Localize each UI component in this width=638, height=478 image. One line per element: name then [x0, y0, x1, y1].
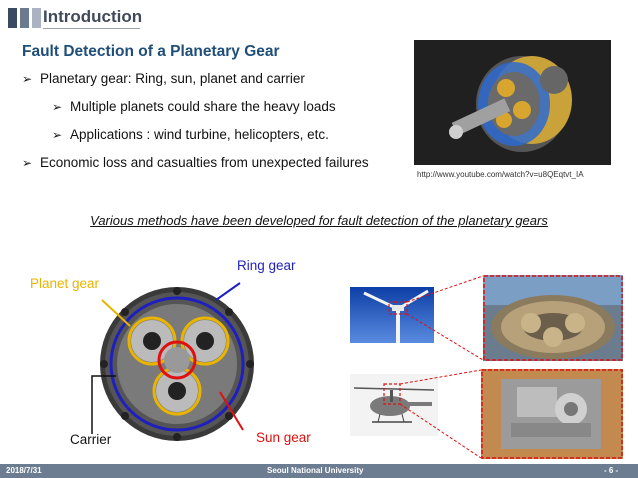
footer-institution: Seoul National University: [267, 466, 364, 475]
planet-gear-outline-2: [180, 316, 230, 366]
planetary-gearbox-video-thumbnail[interactable]: [414, 40, 611, 165]
footer-page-number: - 6 -: [604, 466, 619, 475]
summary-statement: Various methods have been developed for …: [90, 213, 548, 228]
bullet-2: ➢ Multiple planets could share the heavy …: [52, 99, 336, 114]
slide-subtitle: Fault Detection of a Planetary Gear: [22, 43, 280, 60]
sun-gear-outline: [157, 340, 197, 380]
arrow-bullet-icon: ➢: [22, 156, 33, 170]
header-square-2: [20, 8, 29, 28]
planet-gear-label: Planet gear: [30, 276, 100, 291]
bullet-2-text: Multiple planets could share the heavy l…: [70, 99, 336, 114]
footer-date: 2018/7/31: [6, 466, 42, 475]
arrow-bullet-icon: ➢: [52, 100, 63, 114]
wind-turbine-photo: [350, 287, 434, 343]
ring-gear-label: Ring gear: [237, 258, 296, 273]
bullet-4-text: Economic loss and casualties from unexpe…: [40, 155, 369, 170]
arrow-bullet-icon: ➢: [52, 128, 63, 142]
ring-gear-outline: [109, 296, 245, 432]
bullet-1-text: Planetary gear: Ring, sun, planet and ca…: [40, 71, 305, 86]
footer-bar: 2018/7/31 Seoul National University - 6 …: [0, 464, 638, 478]
turbine-gearbox-photo: [483, 275, 623, 361]
header-square-1: [8, 8, 17, 28]
arrow-bullet-icon: ➢: [22, 72, 33, 86]
helicopter-gearbox-photo: [481, 369, 623, 459]
planetary-gear-diagram: [100, 287, 254, 441]
carrier-label: Carrier: [70, 432, 112, 447]
helicopter-photo: [350, 374, 438, 436]
video-source-url[interactable]: http://www.youtube.com/watch?v=u8QEqtvt_…: [417, 170, 584, 179]
bullet-3: ➢ Applications : wind turbine, helicopter…: [52, 127, 329, 142]
bullet-1: ➢ Planetary gear: Ring, sun, planet and c…: [22, 71, 305, 86]
bullet-3-text: Applications : wind turbine, helicopters…: [70, 127, 329, 142]
header-square-3: [32, 8, 41, 28]
page-title: Introduction: [43, 7, 143, 26]
bullet-4: ➢ Economic loss and casualties from unexp…: [22, 155, 369, 170]
sun-gear-label: Sun gear: [256, 430, 311, 445]
title-underline: [43, 28, 140, 29]
